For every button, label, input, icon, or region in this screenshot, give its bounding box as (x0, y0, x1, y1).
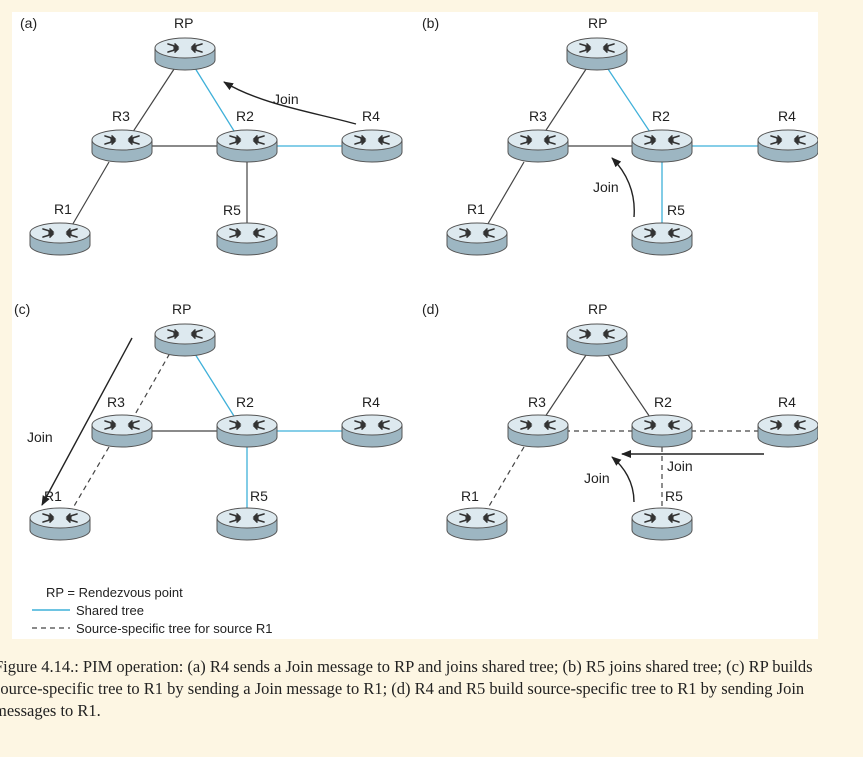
panel-d: (d) Join Join RP R3 R2 R4 R1 R5 (422, 301, 818, 541)
router-r1-label: R1 (467, 201, 485, 217)
join-arrow (41, 337, 133, 506)
router-rp-icon (566, 323, 628, 357)
join-label-r5: Join (584, 470, 610, 486)
router-rp-label: RP (588, 15, 607, 31)
router-r4-label: R4 (778, 108, 796, 124)
router-r3-icon (507, 129, 569, 163)
router-r5-icon (216, 222, 278, 256)
router-r3-label: R3 (112, 108, 130, 124)
legend-shared: Shared tree (76, 603, 144, 618)
router-r5-icon (631, 222, 693, 256)
legend: RP = Rendezvous point Shared tree Source… (32, 585, 273, 636)
router-r5-label: R5 (667, 202, 685, 218)
router-rp-label: RP (174, 15, 193, 31)
legend-source: Source-specific tree for source R1 (76, 621, 273, 636)
router-r2-icon (216, 414, 278, 448)
router-r2-icon (631, 414, 693, 448)
router-r4-icon (341, 414, 403, 448)
router-r5-label: R5 (223, 202, 241, 218)
router-r3-label: R3 (528, 394, 546, 410)
panel-a: (a) Join RP R3 R2 R4 R1 R5 (20, 15, 403, 256)
join-label: Join (27, 429, 53, 445)
link-r3-r1 (481, 161, 525, 235)
join-arrow (223, 81, 357, 125)
join-label-r4: Join (667, 458, 693, 474)
router-r2-icon (216, 129, 278, 163)
router-r1-label: R1 (54, 201, 72, 217)
router-r1-icon (29, 507, 91, 541)
panel-d-label: (d) (422, 301, 439, 317)
panel-b-label: (b) (422, 15, 439, 31)
panel-b: (b) Join RP R3 R2 R4 R1 R5 (422, 15, 818, 256)
source-tree-r3-r1 (481, 446, 525, 519)
router-r1-label: R1 (44, 488, 62, 504)
router-r1-icon (446, 222, 508, 256)
router-r4-label: R4 (778, 394, 796, 410)
router-r5-icon (216, 507, 278, 541)
source-tree-r3-r1 (66, 446, 110, 519)
router-rp-icon (566, 37, 628, 71)
router-r2-label: R2 (654, 394, 672, 410)
panel-c-label: (c) (14, 301, 30, 317)
panel-a-label: (a) (20, 15, 37, 31)
legend-rp: RP = Rendezvous point (46, 585, 183, 600)
router-r5-icon (631, 507, 693, 541)
join-arrow-r5 (611, 456, 635, 503)
router-rp-icon (154, 37, 216, 71)
join-label: Join (593, 179, 619, 195)
router-r3-label: R3 (107, 394, 125, 410)
router-rp-icon (154, 323, 216, 357)
router-r1-icon (446, 507, 508, 541)
router-r4-label: R4 (362, 394, 380, 410)
router-r4-label: R4 (362, 108, 380, 124)
router-r4-icon (341, 129, 403, 163)
router-r3-icon (91, 414, 153, 448)
router-rp-label: RP (588, 301, 607, 317)
router-r2-label: R2 (652, 108, 670, 124)
join-arrow (611, 157, 635, 218)
join-label: Join (273, 91, 299, 107)
router-r2-label: R2 (236, 394, 254, 410)
figure-caption: Figure 4.14.: PIM operation: (a) R4 send… (0, 657, 813, 720)
panel-c: (c) Join RP R3 R2 R4 R1 R5 (14, 301, 403, 541)
router-r3-label: R3 (529, 108, 547, 124)
pim-figure: (a) Join RP R3 R2 R4 R1 R5 (b) Joi (12, 12, 818, 639)
router-r1-icon (29, 222, 91, 256)
router-r2-label: R2 (236, 108, 254, 124)
router-r3-icon (507, 414, 569, 448)
router-r3-icon (91, 129, 153, 163)
router-r5-label: R5 (250, 488, 268, 504)
router-r4-icon (757, 129, 818, 163)
pim-diagram-canvas: (a) Join RP R3 R2 R4 R1 R5 (b) Joi (14, 15, 818, 636)
router-r4-icon (757, 414, 818, 448)
router-r5-label: R5 (665, 488, 683, 504)
link-r3-r1 (66, 161, 110, 235)
router-rp-label: RP (172, 301, 191, 317)
router-r2-icon (631, 129, 693, 163)
router-r1-label: R1 (461, 488, 479, 504)
